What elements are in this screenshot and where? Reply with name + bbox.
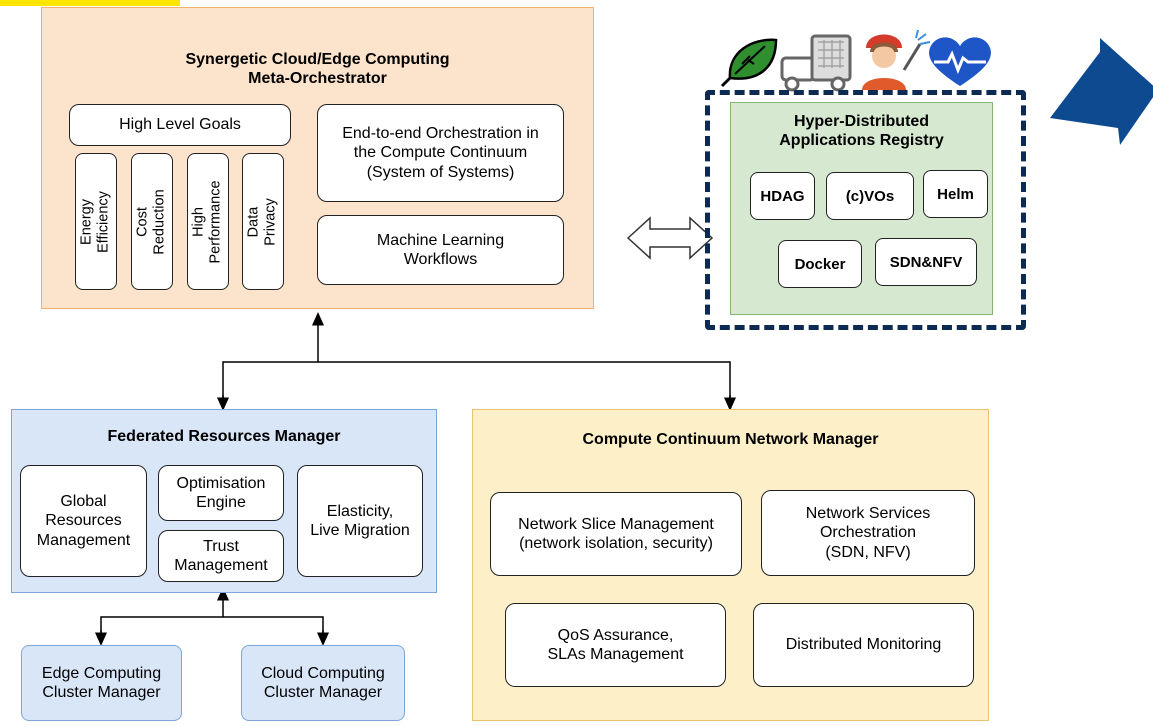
goal-data-privacy-label: Data Privacy <box>245 197 279 246</box>
tag-helm: Helm <box>923 170 988 218</box>
federated-resources-title: Federated Resources Manager <box>107 428 341 445</box>
tag-hdag: HDAG <box>750 172 815 220</box>
high-level-goals-box: High Level Goals <box>69 104 291 146</box>
leaf-plug-icon <box>720 38 778 88</box>
network-services-box: Network Services Orchestration (SDN, NFV… <box>761 490 975 576</box>
qos-box: QoS Assurance, SLAs Management <box>505 603 726 687</box>
distributed-monitoring-box: Distributed Monitoring <box>753 603 974 687</box>
trust-management-box: Trust Management <box>158 530 284 582</box>
highlight-mark <box>0 0 180 6</box>
goal-data-privacy: Data Privacy <box>242 153 284 290</box>
connector-cluster-branch <box>100 616 324 638</box>
goal-energy-efficiency: Energy Efficiency <box>75 153 117 290</box>
registry-title: Hyper-Distributed Applications Registry <box>779 113 944 150</box>
registry-dashed-frame <box>705 90 1026 330</box>
tag-sdn-nfv: SDN&NFV <box>875 238 977 286</box>
elasticity-box: Elasticity, Live Migration <box>297 465 423 577</box>
goal-cost-reduction: Cost Reduction <box>131 153 173 290</box>
end-to-end-orchestration-box: End-to-end Orchestration in the Compute … <box>317 104 564 202</box>
heartbeat-icon <box>929 37 991 86</box>
connector-branch <box>222 361 731 403</box>
goal-high-performance-label: High Performance <box>190 179 224 263</box>
big-arrow-icon <box>1050 38 1153 145</box>
network-manager-title: Compute Continuum Network Manager <box>582 431 879 448</box>
meta-orchestrator-title: Synergetic Cloud/Edge Computing Meta-Orc… <box>185 51 450 88</box>
double-arrow-icon <box>626 216 714 260</box>
tag-cvos: (c)VOs <box>826 172 914 220</box>
firefighter-icon <box>862 29 931 90</box>
goal-high-performance: High Performance <box>187 153 229 290</box>
global-resources-box: Global Resources Management <box>20 465 147 577</box>
tag-docker: Docker <box>778 240 862 288</box>
edge-cluster-manager-box: Edge Computing Cluster Manager <box>21 645 182 721</box>
machine-learning-workflows-box: Machine Learning Workflows <box>317 215 564 285</box>
network-slice-box: Network Slice Management (network isolat… <box>490 492 742 576</box>
goal-energy-efficiency-label: Energy Efficiency <box>78 190 112 253</box>
goal-cost-reduction-label: Cost Reduction <box>134 188 168 255</box>
truck-icon <box>780 34 852 92</box>
cloud-cluster-manager-box: Cloud Computing Cluster Manager <box>241 645 405 721</box>
optimisation-engine-box: Optimisation Engine <box>158 465 284 521</box>
